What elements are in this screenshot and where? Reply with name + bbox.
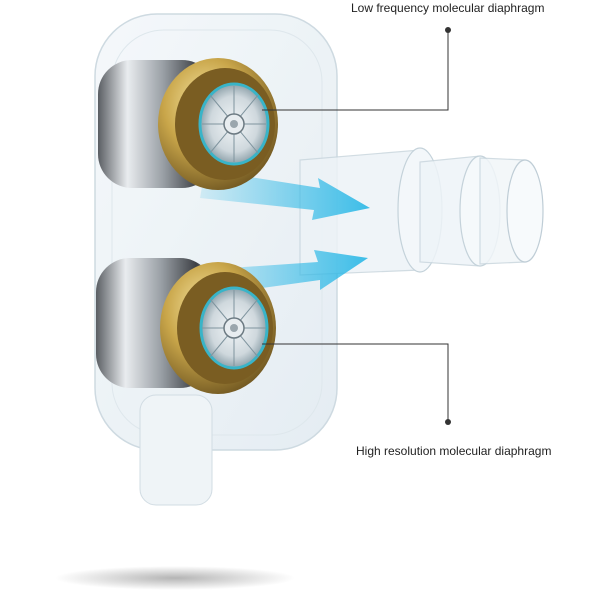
callout-leader-low <box>262 30 449 111</box>
floor-shadow <box>55 566 295 590</box>
low-frequency-driver <box>98 58 278 190</box>
callout-dot-low <box>445 27 451 33</box>
callout-label-low-frequency: Low frequency molecular diaphragm <box>351 1 545 15</box>
earphone-nozzle <box>299 147 544 276</box>
high-resolution-driver <box>96 258 276 394</box>
callout-dot-high <box>445 419 451 425</box>
callout-leader-high <box>262 343 449 422</box>
callout-label-high-resolution: High resolution molecular diaphragm <box>356 444 552 458</box>
